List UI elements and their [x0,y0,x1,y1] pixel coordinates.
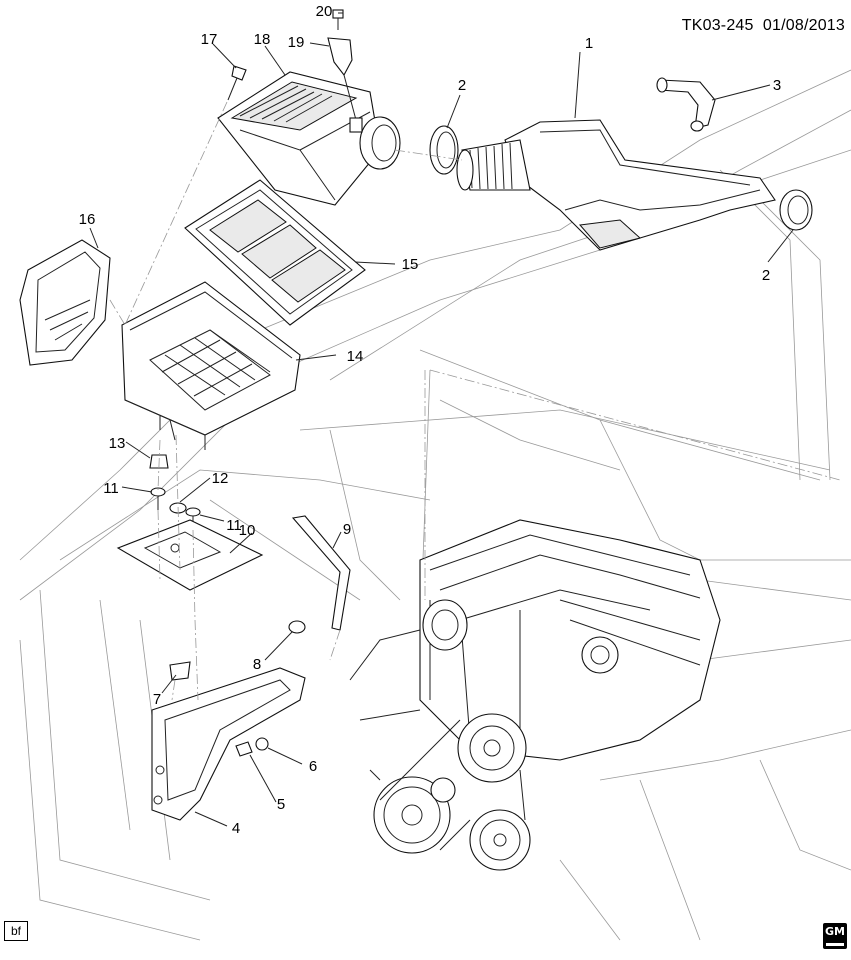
diagram-code: TK03-245 [681,17,754,34]
intake-air-sensor [327,37,363,133]
callout-2b: 2 [762,267,770,284]
air-cleaner-lower-housing [121,281,301,450]
callout-11b: 11 [226,517,242,534]
callout-13: 13 [109,435,126,452]
bracket-nut [255,737,269,751]
callout-5: 5 [277,796,285,813]
gm-logo-text: GM [825,925,845,938]
air-cleaner-bracket [116,519,264,591]
support-strap [291,515,351,631]
air-filter-element [184,179,366,326]
air-cleaner-upper-housing [217,71,401,206]
callout-18: 18 [254,31,271,48]
callout-14: 14 [347,348,364,365]
leader-lines [89,12,841,827]
air-inlet-duct [19,239,111,366]
vehicle-body-outline [19,69,851,941]
engine-assembly [349,519,721,871]
callout-2a: 2 [458,77,466,94]
callout-19: 19 [288,34,305,51]
bracket-bolt [235,741,253,757]
duct-clamp-right [779,189,813,231]
lower-support-bracket [151,667,306,821]
callout-labels: 1 2 2 3 4 5 6 7 8 9 10 11 11 12 13 14 15… [79,3,782,837]
bracket-clip [169,661,191,681]
callout-12: 12 [212,470,229,487]
strap-bolt [288,620,306,634]
callout-1: 1 [585,35,593,52]
housing-bolt [227,65,247,101]
gm-logo: GM [823,923,847,949]
callout-9: 9 [343,521,351,538]
callout-20: 20 [316,3,333,20]
callout-15: 15 [402,256,419,273]
callout-4: 4 [232,820,240,837]
corner-label: bf [4,921,28,941]
callout-16: 16 [79,211,96,228]
diagram-header: TK03-245 01/08/2013 [682,17,845,35]
vent-hose [656,77,716,132]
callout-8: 8 [253,656,261,673]
callout-3: 3 [773,77,781,94]
air-intake-duct [456,119,776,251]
duct-clamp-left [429,125,459,175]
callout-10: 10 [239,522,256,539]
callout-6: 6 [309,758,317,775]
callout-17: 17 [201,31,218,48]
sensor-bolt [332,9,344,30]
diagram-date: 01/08/2013 [762,17,845,34]
bracket-bolt-left [150,487,166,510]
callout-11a: 11 [103,480,119,497]
callout-7: 7 [153,691,161,708]
